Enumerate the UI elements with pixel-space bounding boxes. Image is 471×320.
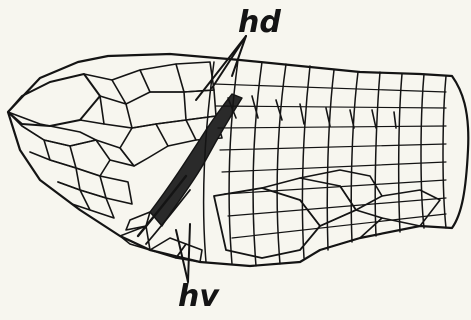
- hd-pointer-c: [196, 36, 246, 100]
- label-hv: hv: [178, 282, 219, 312]
- snout-shield: [8, 74, 100, 126]
- lateral-fold: [150, 94, 242, 226]
- hv-pointer-b: [188, 224, 190, 282]
- label-hd: hd: [238, 8, 281, 38]
